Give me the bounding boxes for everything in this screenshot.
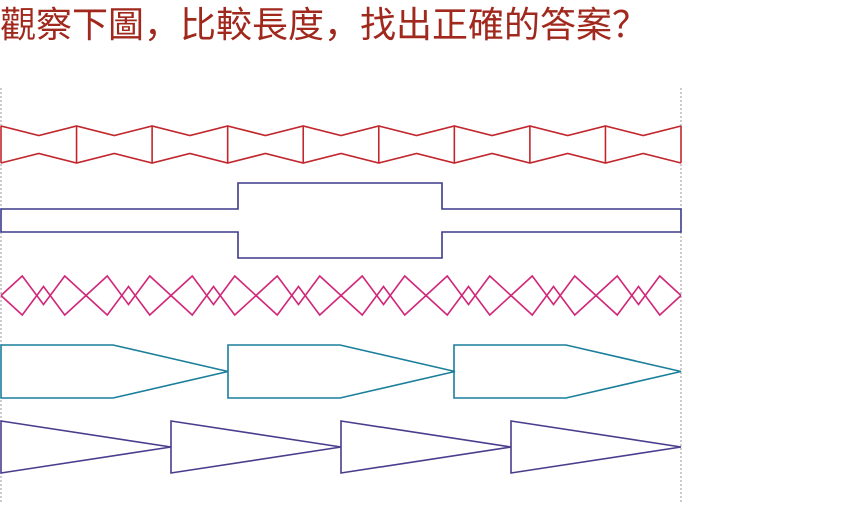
bowtie-bottom-zigzag (0, 152, 682, 164)
question-title: 觀察下圖，比較長度，找出正確的答案？ (0, 5, 649, 46)
triangle-wedges (0, 420, 682, 474)
triangle-wedge (0, 420, 172, 474)
triangle-wedge (510, 420, 682, 474)
diamond-lower-zigzag (0, 285, 682, 317)
triangle-wedge (170, 420, 342, 474)
bar-outline (0, 182, 682, 259)
diamond-chain (0, 274, 682, 317)
pencil-arrow (227, 344, 456, 399)
bowtie-top-zigzag (0, 125, 682, 137)
pencil-arrow (0, 344, 229, 399)
pencil-arrow (453, 344, 682, 399)
triangle-wedge (340, 420, 512, 474)
diamond-upper-zigzag (0, 274, 682, 306)
zigzag-bowtie-strip (0, 125, 682, 164)
pencil-arrows (0, 344, 682, 399)
bar-with-center-block (0, 182, 682, 259)
